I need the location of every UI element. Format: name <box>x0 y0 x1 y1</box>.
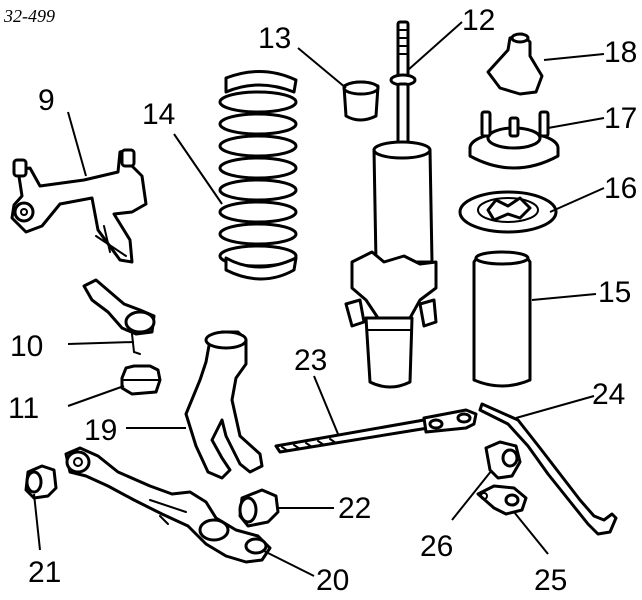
label-12: 12 <box>462 4 495 37</box>
label-9: 9 <box>38 84 55 117</box>
leader-21 <box>33 493 41 551</box>
ball-joint-part <box>82 278 156 355</box>
label-18: 18 <box>604 36 637 69</box>
part-labels: 9 10 11 13 14 12 18 17 16 15 23 24 19 21… <box>8 4 637 597</box>
bump-stop-part <box>342 80 380 122</box>
label-16: 16 <box>604 172 637 205</box>
label-24: 24 <box>592 378 625 411</box>
leader-lines <box>33 21 605 577</box>
leader-9 <box>67 111 87 177</box>
leader-20 <box>261 549 315 577</box>
coil-spring-part <box>218 69 298 281</box>
label-13: 13 <box>258 22 291 55</box>
label-26: 26 <box>420 530 453 563</box>
leader-25 <box>513 511 549 555</box>
leader-14 <box>173 133 223 205</box>
label-15: 15 <box>598 276 631 309</box>
lower-control-arm-part <box>64 446 272 564</box>
dust-boot-part <box>472 250 532 388</box>
leader-13 <box>297 47 347 89</box>
label-22: 22 <box>338 492 371 525</box>
leader-26 <box>451 469 493 521</box>
leader-10 <box>67 341 135 345</box>
label-14: 14 <box>142 98 175 131</box>
leader-17 <box>547 117 605 129</box>
leader-12 <box>407 21 463 71</box>
label-21: 21 <box>28 556 61 589</box>
upper-mount-part <box>486 32 544 96</box>
label-10: 10 <box>10 330 43 363</box>
spring-insulator-part <box>458 190 558 234</box>
stabilizer-bar-part <box>478 402 618 536</box>
label-11: 11 <box>8 392 39 425</box>
leader-18 <box>543 53 605 61</box>
radius-rod-bushing-part <box>238 488 280 528</box>
upper-spring-seat-part <box>468 110 560 170</box>
label-19: 19 <box>84 414 117 447</box>
ball-joint-boot-part <box>120 364 162 396</box>
label-17: 17 <box>604 102 637 135</box>
leader-24 <box>515 395 595 419</box>
steering-knuckle-part <box>184 330 264 480</box>
lower-arm-bushing-part <box>24 464 58 500</box>
label-20: 20 <box>316 564 349 597</box>
leader-11 <box>67 385 125 407</box>
label-23: 23 <box>294 344 327 377</box>
leader-23 <box>313 375 339 435</box>
leader-15 <box>531 293 597 301</box>
leader-16 <box>549 187 605 213</box>
stabilizer-bracket-part <box>476 484 528 516</box>
strut-assembly-part <box>344 20 438 389</box>
label-25: 25 <box>534 564 567 597</box>
upper-control-arm-part <box>10 148 148 264</box>
figure-code: 32-499 <box>3 6 55 26</box>
radius-rod-part <box>274 408 478 454</box>
